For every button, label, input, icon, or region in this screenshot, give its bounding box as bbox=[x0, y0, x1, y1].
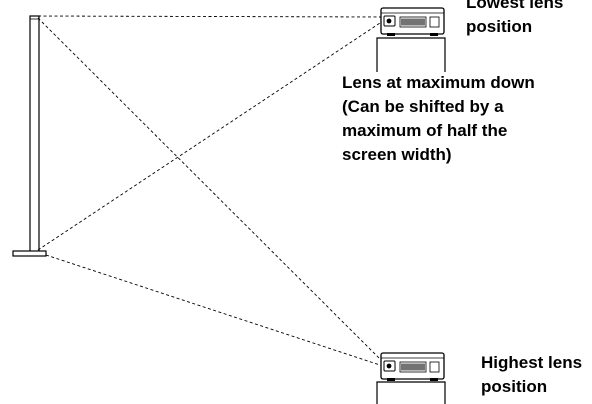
label-line: maximum of half the bbox=[342, 121, 508, 140]
label-line: position bbox=[466, 17, 533, 36]
lens-maximum-down-note: Lens at maximum down (Can be shifted by … bbox=[342, 71, 535, 167]
bottom-projector-line-to-screen-top bbox=[37, 17, 384, 363]
label-line: position bbox=[481, 377, 548, 396]
projector-top bbox=[376, 7, 446, 72]
bottom-projector-line-to-screen-bottom bbox=[45, 254, 384, 367]
highest-lens-position-label: Highest lens position bbox=[481, 351, 582, 399]
projector-stand-icon bbox=[376, 381, 446, 404]
projector-bottom bbox=[376, 352, 446, 404]
label-line: (Can be shifted by a bbox=[342, 97, 504, 116]
label-line: screen width) bbox=[342, 145, 452, 164]
projection-lines bbox=[37, 15, 384, 367]
projection-screen-icon bbox=[12, 15, 47, 257]
label-line: Lowest lens bbox=[466, 0, 564, 12]
label-line: Lens at maximum down bbox=[342, 73, 535, 92]
projector-icon bbox=[380, 7, 445, 36]
label-line: Highest lens bbox=[481, 353, 583, 372]
top-projector-line-to-screen-top bbox=[37, 15, 384, 18]
projector-icon bbox=[380, 352, 445, 381]
top-projector-line-to-screen-bottom bbox=[37, 20, 384, 251]
lowest-lens-position-label: Lowest lens position bbox=[466, 0, 563, 39]
projector-stand-icon bbox=[376, 37, 446, 72]
